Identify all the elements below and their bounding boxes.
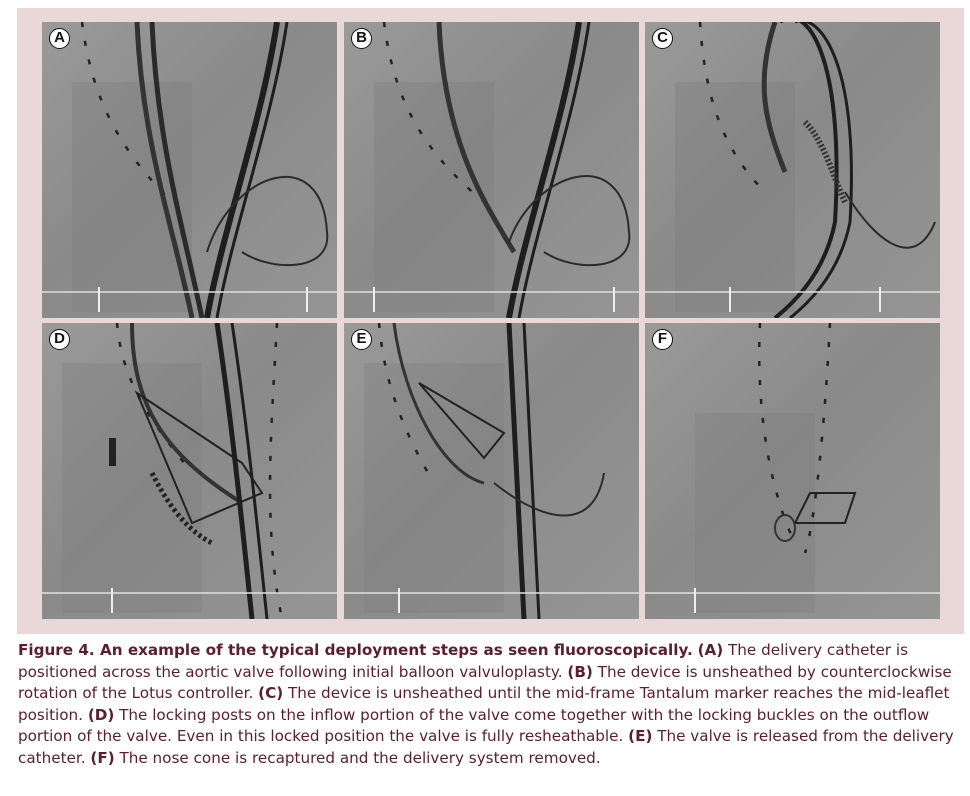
fluoroscopy-image-f <box>645 323 940 613</box>
panel-label-b: B <box>351 28 372 49</box>
fluoroscopy-panel-d: D <box>42 323 337 619</box>
panel-label-e: E <box>351 329 372 350</box>
caption-text-c: The device is unsheathed until the mid-f… <box>18 684 950 724</box>
fluoroscopy-image-c <box>645 22 940 318</box>
fluoroscopy-panel-f: F <box>645 323 940 619</box>
caption-text-e: The valve is released from the delivery … <box>18 727 954 767</box>
caption-text-b: The device is unsheathed by counterclock… <box>18 662 952 703</box>
caption-text-a: The delivery catheter is positioned acro… <box>18 641 909 681</box>
fluoroscopy-image-b <box>344 22 639 318</box>
panel-label-c: C <box>652 28 673 49</box>
caption-text-f: The nose cone is recaptured and the deli… <box>114 748 601 767</box>
caption-ref-d: (D) <box>87 705 115 724</box>
caption-ref-a: (A) <box>697 641 724 659</box>
fluoroscopy-image-d <box>42 323 337 619</box>
fluoroscopy-panel-c: C <box>645 22 940 318</box>
fluoroscopy-panel-b: B <box>344 22 639 318</box>
caption-ref-e: (E) <box>628 727 653 745</box>
figure-caption: Figure 4. An example of the typical depl… <box>18 640 964 769</box>
fluoroscopy-image-a <box>42 22 337 318</box>
caption-title: Figure 4. An example of the typical depl… <box>18 641 693 659</box>
panel-label-a: A <box>49 28 70 49</box>
caption-text-d: The locking posts on the inflow portion … <box>18 705 930 746</box>
panel-label-d: D <box>49 329 70 350</box>
caption-ref-c: (C) <box>258 684 284 702</box>
caption-ref-f: (F) <box>90 748 115 767</box>
fluoroscopy-panel-a: A <box>42 22 337 318</box>
panel-label-f: F <box>652 329 673 350</box>
caption-ref-b: (B) <box>567 662 593 681</box>
fluoroscopy-image-e <box>344 323 639 619</box>
fluoroscopy-panel-e: E <box>344 323 639 619</box>
